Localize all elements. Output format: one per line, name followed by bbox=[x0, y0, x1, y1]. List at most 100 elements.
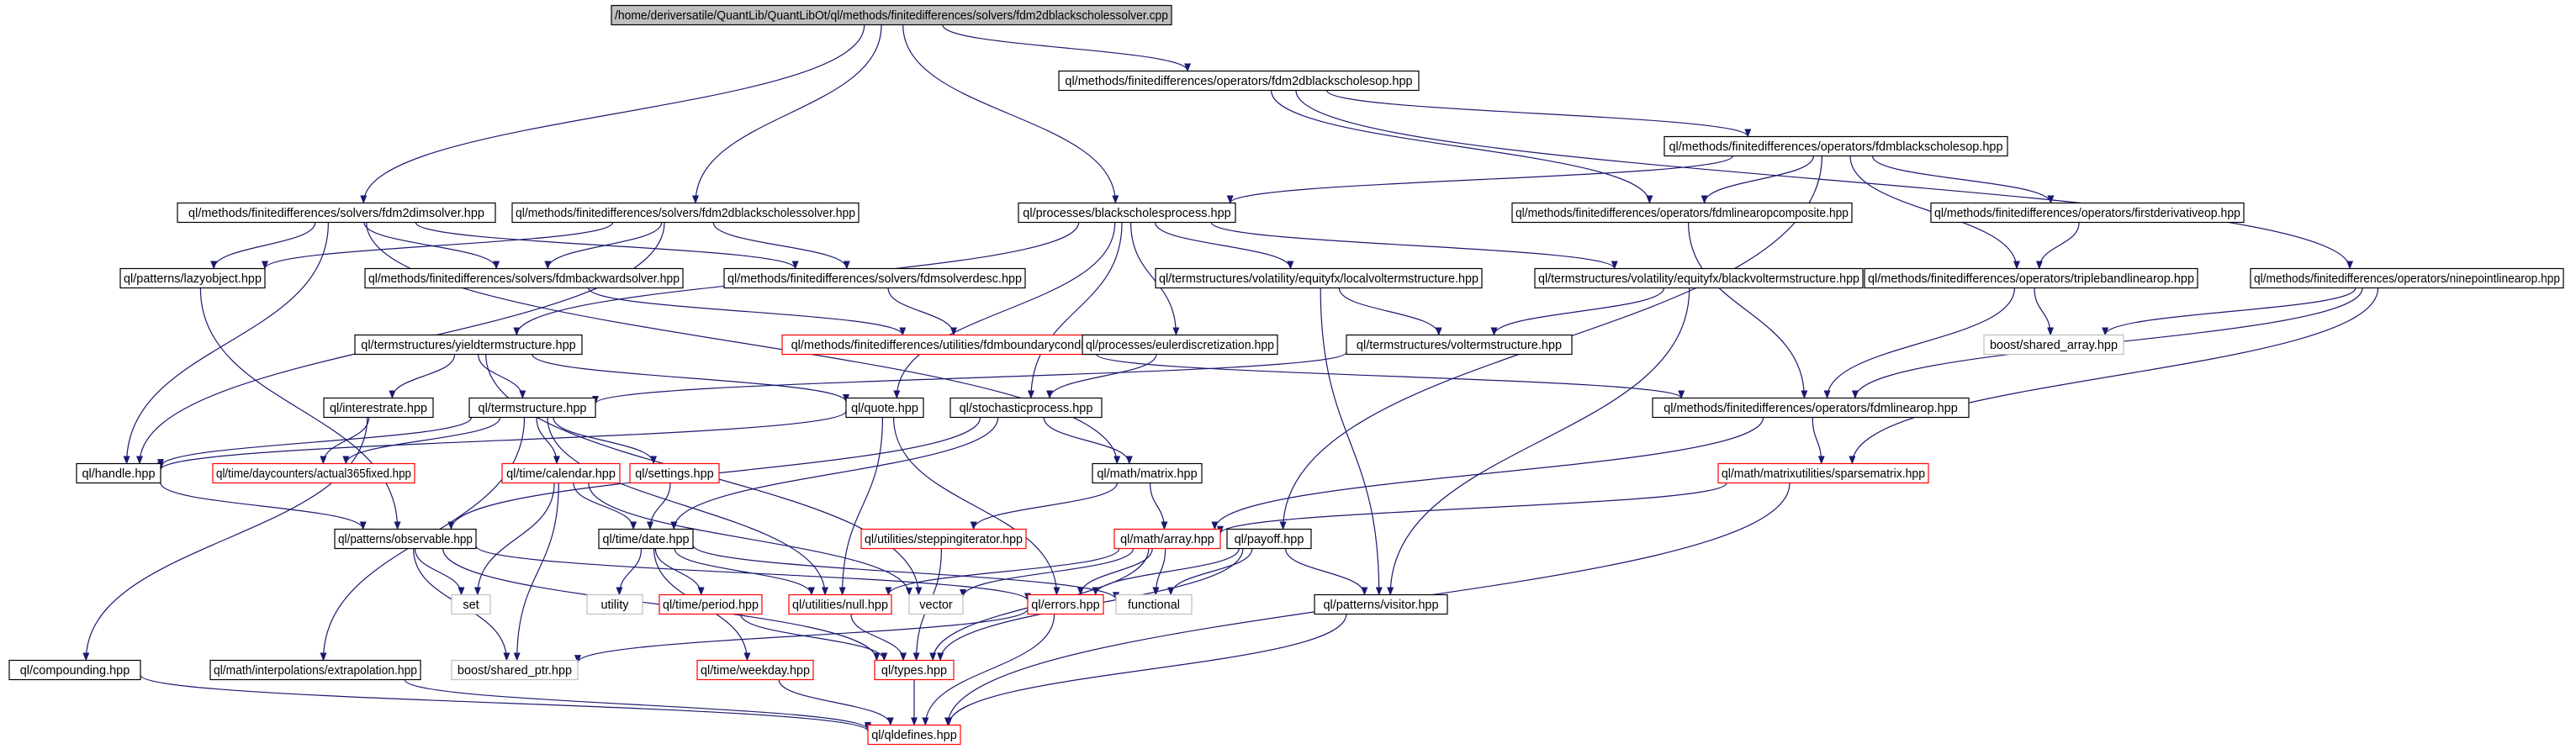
edge-root-to-fdm2dimsolver bbox=[360, 24, 865, 204]
node-box bbox=[1113, 528, 1221, 550]
node-box bbox=[76, 462, 161, 484]
node-yieldts[interactable]: ql/termstructures/yieldtermstructure.hpp bbox=[354, 334, 583, 356]
node-handle[interactable]: ql/handle.hpp bbox=[76, 462, 161, 484]
node-compounding[interactable]: ql/compounding.hpp bbox=[8, 659, 141, 681]
node-backwardsolver[interactable]: ql/methods/finitedifferences/solvers/fdm… bbox=[364, 267, 684, 289]
edge-fdmlinop-to-array bbox=[1211, 417, 1764, 530]
node-sharedptr[interactable]: boost/shared_ptr.hpp bbox=[451, 659, 579, 681]
edge-calendar-to-date bbox=[573, 483, 637, 530]
node-bcset[interactable]: ql/methods/finitedifferences/utilities/f… bbox=[781, 334, 1153, 356]
node-volts[interactable]: ql/termstructures/voltermstructure.hpp bbox=[1346, 334, 1573, 356]
edge-fdmbsop-to-fdmlincomp bbox=[1701, 156, 1814, 204]
edge-blackvol-to-visitor bbox=[1387, 287, 1690, 596]
node-visitor[interactable]: ql/patterns/visitor.hpp bbox=[1314, 593, 1448, 615]
edge-weekday-to-qldefines bbox=[778, 679, 894, 726]
edge-blackvol-to-volts bbox=[1490, 287, 1665, 336]
edge-ninepoint-to-sparsematrix bbox=[1849, 287, 2379, 465]
node-bsprocess[interactable]: ql/processes/blackscholesprocess.hpp bbox=[1018, 202, 1236, 224]
node-settings[interactable]: ql/settings.hpp bbox=[629, 462, 720, 484]
node-label: ql/math/matrix.hpp bbox=[1097, 467, 1197, 481]
edge-matrix-to-array bbox=[1149, 483, 1168, 530]
edge-quote-to-nullh bbox=[838, 417, 883, 596]
node-payoff[interactable]: ql/payoff.hpp bbox=[1226, 528, 1312, 550]
edge-bsprocess-to-eulerdisc bbox=[1130, 222, 1180, 336]
node-triband[interactable]: ql/methods/finitedifferences/operators/t… bbox=[1864, 267, 2198, 289]
edge-fdmlincomp-to-fdmlinop bbox=[1687, 222, 1808, 399]
edge-bsprocess-to-localvol bbox=[1155, 222, 1294, 270]
node-label: ql/settings.hpp bbox=[635, 467, 714, 481]
node-weekday[interactable]: ql/time/weekday.hpp bbox=[696, 659, 814, 681]
edge-calendar-to-sharedptr bbox=[513, 483, 559, 662]
node-label: boost/shared_array.hpp bbox=[1990, 339, 2118, 352]
node-label: ql/time/daycounters/actual365fixed.hpp bbox=[216, 467, 411, 481]
node-label: ql/handle.hpp bbox=[82, 467, 155, 481]
node-quote[interactable]: ql/quote.hpp bbox=[845, 397, 924, 419]
node-fdmlincomp[interactable]: ql/methods/finitedifferences/operators/f… bbox=[1511, 202, 1853, 224]
node-interestrate[interactable]: ql/interestrate.hpp bbox=[323, 397, 434, 419]
edge-sparsematrix-to-array bbox=[1217, 482, 1727, 535]
node-label: ql/patterns/observable.hpp bbox=[338, 533, 473, 546]
node-label: ql/utilities/null.hpp bbox=[792, 599, 888, 612]
node-box bbox=[1664, 135, 2008, 157]
edge-quote-to-handle bbox=[157, 410, 847, 471]
node-extrapolation[interactable]: ql/math/interpolations/extrapolation.hpp bbox=[209, 659, 421, 681]
node-label: ql/methods/finitedifferences/operators/n… bbox=[2254, 272, 2560, 286]
node-box bbox=[501, 462, 621, 484]
edge-interestrate-to-compounding bbox=[82, 417, 368, 662]
node-box bbox=[1864, 267, 2198, 289]
node-label: ql/utilities/steppingiterator.hpp bbox=[865, 533, 1023, 546]
node-termstructure[interactable]: ql/termstructure.hpp bbox=[468, 397, 596, 419]
node-label: ql/payoff.hpp bbox=[1235, 533, 1304, 546]
node-label: vector bbox=[919, 599, 953, 612]
node-utility[interactable]: utility bbox=[586, 593, 643, 615]
node-period[interactable]: ql/time/period.hpp bbox=[659, 593, 763, 615]
node-sharedarray[interactable]: boost/shared_array.hpp bbox=[1983, 334, 2124, 356]
edge-errors-to-qldefines bbox=[922, 614, 1055, 726]
node-fdm2dimsolver[interactable]: ql/methods/finitedifferences/solvers/fdm… bbox=[177, 202, 496, 224]
node-fdmlinop[interactable]: ql/methods/finitedifferences/operators/f… bbox=[1652, 397, 1970, 419]
node-fdm2dbssolver[interactable]: ql/methods/finitedifferences/solvers/fdm… bbox=[511, 202, 860, 224]
node-eulerdisc[interactable]: ql/processes/eulerdiscretization.hpp bbox=[1082, 334, 1278, 356]
node-box bbox=[949, 397, 1103, 419]
node-date[interactable]: ql/time/date.hpp bbox=[598, 528, 694, 550]
node-lazyobject[interactable]: ql/patterns/lazyobject.hpp bbox=[119, 267, 266, 289]
node-ninepoint[interactable]: ql/methods/finitedifferences/operators/n… bbox=[2250, 267, 2564, 289]
node-matrix[interactable]: ql/math/matrix.hpp bbox=[1092, 462, 1203, 484]
edge-termstructure-to-calendar bbox=[536, 417, 560, 465]
node-root[interactable]: /home/deriversatile/QuantLib/QuantLibOt/… bbox=[611, 4, 1172, 26]
node-box bbox=[1717, 462, 1929, 484]
node-actual365[interactable]: ql/time/daycounters/actual365fixed.hpp bbox=[212, 462, 415, 484]
node-nullh[interactable]: ql/utilities/null.hpp bbox=[788, 593, 892, 615]
node-vector[interactable]: vector bbox=[908, 593, 964, 615]
node-set[interactable]: set bbox=[451, 593, 491, 615]
node-label: ql/time/date.hpp bbox=[602, 533, 689, 546]
node-types[interactable]: ql/types.hpp bbox=[874, 659, 955, 681]
node-qldefines[interactable]: ql/qldefines.hpp bbox=[867, 724, 961, 746]
node-solverdesc[interactable]: ql/methods/finitedifferences/solvers/fdm… bbox=[723, 267, 1026, 289]
node-localvol[interactable]: ql/termstructures/volatility/equityfx/lo… bbox=[1155, 267, 1483, 289]
node-firstderiv[interactable]: ql/methods/finitedifferences/operators/f… bbox=[1930, 202, 2245, 224]
node-box bbox=[8, 659, 141, 681]
node-box bbox=[1226, 528, 1312, 550]
node-box bbox=[860, 528, 1027, 550]
node-calendar[interactable]: ql/time/calendar.hpp bbox=[501, 462, 621, 484]
node-box bbox=[908, 593, 964, 615]
edge-localvol-to-visitor bbox=[1320, 287, 1383, 596]
node-stepiter[interactable]: ql/utilities/steppingiterator.hpp bbox=[860, 528, 1027, 550]
node-fdmbsop[interactable]: ql/methods/finitedifferences/operators/f… bbox=[1664, 135, 2008, 157]
edge-payoff-to-visitor bbox=[1285, 548, 1368, 596]
node-label: ql/math/interpolations/extrapolation.hpp bbox=[214, 664, 417, 678]
node-box bbox=[1082, 334, 1278, 356]
node-box bbox=[629, 462, 720, 484]
node-fdm2dbsop[interactable]: ql/methods/finitedifferences/operators/f… bbox=[1058, 70, 1420, 92]
node-array[interactable]: ql/math/array.hpp bbox=[1113, 528, 1221, 550]
node-errors[interactable]: ql/errors.hpp bbox=[1027, 593, 1104, 615]
node-stochproc[interactable]: ql/stochasticprocess.hpp bbox=[949, 397, 1103, 419]
node-blackvol[interactable]: ql/termstructures/volatility/equityfx/bl… bbox=[1534, 267, 1864, 289]
node-sparsematrix[interactable]: ql/math/matrixutilities/sparsematrix.hpp bbox=[1717, 462, 1929, 484]
node-label: ql/methods/finitedifferences/solvers/fdm… bbox=[727, 272, 1022, 286]
node-label: ql/termstructures/yieldtermstructure.hpp bbox=[361, 339, 575, 352]
node-functional[interactable]: functional bbox=[1115, 593, 1193, 615]
node-observable[interactable]: ql/patterns/observable.hpp bbox=[334, 528, 477, 550]
edge-matrix-to-stepiter bbox=[970, 483, 1118, 530]
